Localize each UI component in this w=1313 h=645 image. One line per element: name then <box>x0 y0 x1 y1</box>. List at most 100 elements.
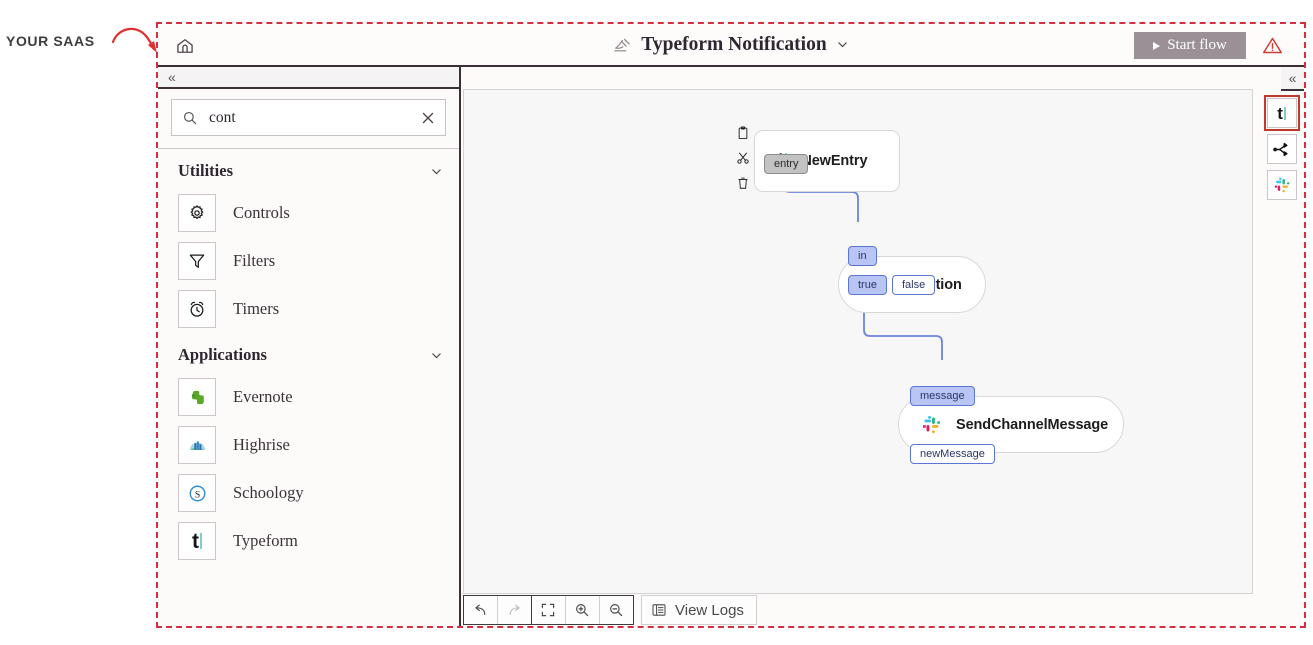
annotation-arrow-icon <box>111 27 157 53</box>
gear-icon <box>190 205 204 220</box>
chevron-down-icon[interactable] <box>430 165 443 178</box>
view-logs-label: View Logs <box>675 601 744 619</box>
close-icon[interactable] <box>421 111 435 125</box>
double-chevron-left-icon: « <box>168 69 176 85</box>
app-highlight-frame <box>156 22 1306 628</box>
evernote-icon-tile <box>178 378 216 416</box>
port-new-message[interactable]: newMessage <box>910 444 995 464</box>
chevron-down-icon[interactable] <box>836 38 849 51</box>
condition-branch-icon <box>1273 142 1288 156</box>
alarm-clock-icon <box>190 301 204 317</box>
start-flow-button[interactable]: Start flow <box>1134 32 1246 59</box>
signature-pen-icon <box>614 38 631 52</box>
edge-true-to-message <box>863 294 943 360</box>
svg-text:S: S <box>194 489 199 500</box>
flow-node-label: SendChannelMessage <box>956 416 1109 433</box>
slack-icon <box>922 415 941 434</box>
port-in[interactable]: in <box>848 246 877 266</box>
section-header-applications[interactable]: Applications <box>158 333 459 373</box>
typeform-icon: t <box>192 531 202 552</box>
highrise-icon-tile <box>178 426 216 464</box>
left-palette-panel: « Utilities <box>158 67 461 626</box>
history-button-group <box>463 595 532 625</box>
right-rail-items: t <box>1259 89 1304 200</box>
funnel-icon-tile <box>178 242 216 280</box>
palette-item-controls[interactable]: Controls <box>158 189 459 237</box>
right-panel-collapse-button[interactable]: « <box>1281 67 1304 91</box>
palette-item-schoology[interactable]: S Schoology <box>158 469 459 517</box>
delete-icon[interactable] <box>736 176 750 195</box>
slack-icon <box>1274 177 1289 193</box>
section-title: Utilities <box>178 161 233 180</box>
undo-button[interactable] <box>464 596 498 624</box>
left-panel-collapse-button[interactable]: « <box>158 67 459 89</box>
gear-icon-tile <box>178 194 216 232</box>
zoom-out-button[interactable] <box>599 596 633 624</box>
undo-arrow-icon <box>475 604 486 615</box>
palette-item-filters[interactable]: Filters <box>158 237 459 285</box>
play-triangle-icon <box>1153 41 1161 50</box>
palette-item-label: Controls <box>233 203 290 222</box>
home-icon <box>177 39 193 53</box>
page-title: Typeform Notification <box>641 33 827 55</box>
port-message[interactable]: message <box>910 386 975 406</box>
schoology-icon: S <box>189 485 205 501</box>
zoom-in-button[interactable] <box>565 596 600 624</box>
flow-node-label: NewEntry <box>801 153 868 169</box>
section-header-utilities[interactable]: Utilities <box>158 149 459 189</box>
flow-title-group: Typeform Notification <box>158 24 1304 65</box>
copy-icon[interactable] <box>736 126 750 145</box>
search-box[interactable] <box>171 99 446 136</box>
fit-screen-icon <box>541 603 555 617</box>
annotation-label: YOUR SAAS <box>6 33 95 49</box>
palette-item-timers[interactable]: Timers <box>158 285 459 333</box>
port-true[interactable]: true <box>848 275 887 295</box>
typeform-icon-tile: t <box>178 522 216 560</box>
typeform-icon: t <box>1277 105 1286 122</box>
palette-item-label: Schoology <box>233 483 304 502</box>
canvas-region: t NewEntry entry Condition <box>461 67 1281 626</box>
search-input[interactable] <box>207 107 412 128</box>
home-button[interactable] <box>172 33 198 59</box>
port-false[interactable]: false <box>892 275 936 295</box>
palette-item-label: Timers <box>233 299 280 318</box>
app-window: Typeform Notification Start flow « <box>158 24 1304 626</box>
evernote-icon <box>191 390 204 404</box>
list-panel-icon <box>652 604 666 616</box>
rail-item-condition[interactable] <box>1266 134 1297 164</box>
double-chevron-left-icon: « <box>1288 70 1297 86</box>
port-entry[interactable]: entry <box>764 154 809 174</box>
zoom-button-group <box>530 595 634 625</box>
rail-item-slack[interactable] <box>1266 170 1297 200</box>
redo-arrow-icon <box>509 604 520 615</box>
section-title: Applications <box>178 345 267 364</box>
highrise-icon <box>189 440 205 450</box>
palette-item-label: Highrise <box>233 435 290 454</box>
canvas-bottom-toolbar: View Logs <box>463 595 757 625</box>
node-tools <box>736 126 750 195</box>
start-flow-label: Start flow <box>1167 37 1227 53</box>
funnel-icon <box>189 254 205 268</box>
right-rail: « <box>1281 67 1304 626</box>
fit-screen-button[interactable] <box>531 596 566 624</box>
chevron-down-icon[interactable] <box>430 349 443 362</box>
top-bar: Typeform Notification Start flow <box>158 24 1304 67</box>
palette-item-label: Evernote <box>233 387 293 406</box>
search-icon <box>183 111 197 124</box>
rail-item-typeform[interactable]: t <box>1263 94 1300 132</box>
warning-triangle-icon[interactable] <box>1262 35 1283 56</box>
palette-item-evernote[interactable]: Evernote <box>158 373 459 421</box>
palette-item-highrise[interactable]: Highrise <box>158 421 459 469</box>
cut-icon[interactable] <box>736 151 750 170</box>
view-logs-button[interactable]: View Logs <box>641 595 757 625</box>
palette-item-label: Filters <box>233 251 276 270</box>
palette-item-typeform[interactable]: t Typeform <box>158 517 459 565</box>
palette-item-label: Typeform <box>233 531 298 550</box>
zoom-out-icon <box>610 604 623 617</box>
schoology-icon-tile: S <box>178 474 216 512</box>
flow-canvas[interactable]: t NewEntry entry Condition <box>463 89 1253 594</box>
redo-button[interactable] <box>498 596 531 624</box>
zoom-in-icon <box>576 604 589 617</box>
search-area <box>158 89 459 149</box>
